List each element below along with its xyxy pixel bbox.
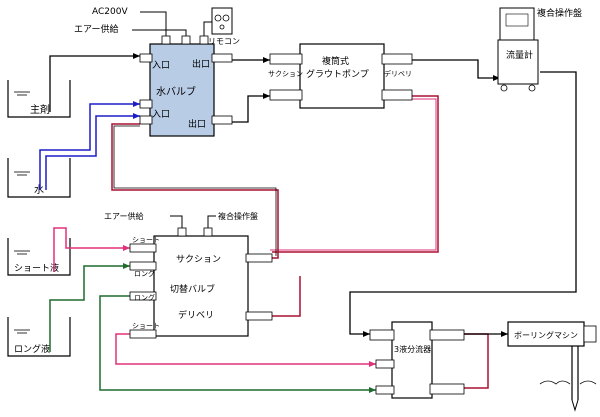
panel-mid-label: 複合操作盤	[218, 211, 258, 221]
flow-meter: 複合操作盤 流量計	[497, 7, 582, 92]
boring-machine-label: ボーリングマシン	[514, 330, 578, 340]
three-liquid-splitter: 3液分流器	[369, 321, 465, 399]
pipe-pump-to-flowmeter	[412, 59, 500, 81]
water-valve-outlet-2: 出口	[188, 118, 206, 130]
sv-long-label-1: ロング	[134, 269, 155, 278]
sv-title: 切替バルブ	[170, 283, 215, 295]
pipe-splitter-red	[464, 333, 489, 389]
ground-mark	[539, 380, 571, 385]
boring-machine: ボーリングマシン	[507, 321, 597, 412]
water-valve: 入口 水バルブ 入口 出口 出口	[139, 35, 233, 137]
pipe-pump-delivery-pink	[270, 98, 437, 251]
pipe-long-to-splitter	[99, 295, 376, 393]
pipe-water-2	[45, 113, 140, 190]
water-valve-inlet-1: 入口	[152, 60, 170, 71]
air-supply-line-top	[132, 29, 187, 36]
pump-delivery-label: デリベリ	[384, 69, 412, 78]
sv-suction-label: サクション	[176, 254, 221, 265]
tank-main-agent-label: 主剤	[30, 103, 50, 116]
pipe-valve-to-pump-2	[232, 93, 270, 123]
pipe-long-liquid	[49, 263, 130, 352]
panel-top-label: 複合操作盤	[537, 7, 582, 19]
sv-delivery-label: デリベリ	[178, 309, 214, 321]
pipe-sv-delivery	[250, 276, 301, 317]
flow-meter-label: 流量計	[506, 49, 533, 61]
pipe-short-liquid	[53, 227, 130, 272]
panel-mid-line	[207, 215, 216, 228]
pump-title-1: 複筒式	[322, 55, 349, 67]
pipe-water-1	[39, 101, 140, 190]
switching-valve: ショート ロング ロング ショート サクション 切替バルブ デリベリ	[129, 227, 273, 339]
tank-long-label: ロング液	[14, 343, 50, 355]
ac-power-line	[140, 11, 167, 36]
sv-long-label-2: ロング	[134, 293, 155, 302]
tank-long-liquid: ロング液	[7, 317, 71, 357]
remote-label: リモコン	[208, 37, 240, 46]
tank-short-label: ショート液	[14, 262, 59, 274]
grout-pump: 複筒式 グラウトポンプ サクション デリベリ	[268, 43, 413, 109]
tank-water-label: 水	[34, 184, 44, 196]
sv-short-label-1: ショート	[132, 236, 160, 244]
pump-suction-label: サクション	[268, 70, 303, 78]
ac-power-label: AC200V	[92, 7, 128, 17]
sv-short-label-2: ショート	[132, 322, 160, 330]
pipe-flowmeter-to-splitter	[349, 71, 577, 337]
air-supply-label-mid: エアー供給	[104, 211, 144, 221]
pipe-main-agent	[49, 53, 140, 112]
pipe-short-to-splitter	[115, 333, 376, 367]
tank-main-agent: 主剤	[7, 80, 71, 118]
water-valve-inlet-2: 入口	[152, 109, 170, 120]
water-valve-outlet-1: 出口	[192, 58, 210, 70]
pipe-loop-red	[111, 123, 279, 259]
pipe-pump-delivery-red	[272, 95, 439, 253]
water-valve-title: 水バルブ	[156, 85, 196, 98]
tank-water: 水	[7, 158, 71, 198]
splitter-label: 3液分流器	[394, 344, 431, 354]
pipe-loop-black	[113, 125, 277, 256]
remote-control: リモコン	[208, 7, 240, 46]
tank-short-liquid: ショート液	[7, 238, 71, 276]
air-supply-label-top: エアー供給	[74, 23, 118, 35]
pump-title-2: グラウトポンプ	[306, 68, 369, 80]
air-supply-line-mid	[170, 215, 183, 228]
